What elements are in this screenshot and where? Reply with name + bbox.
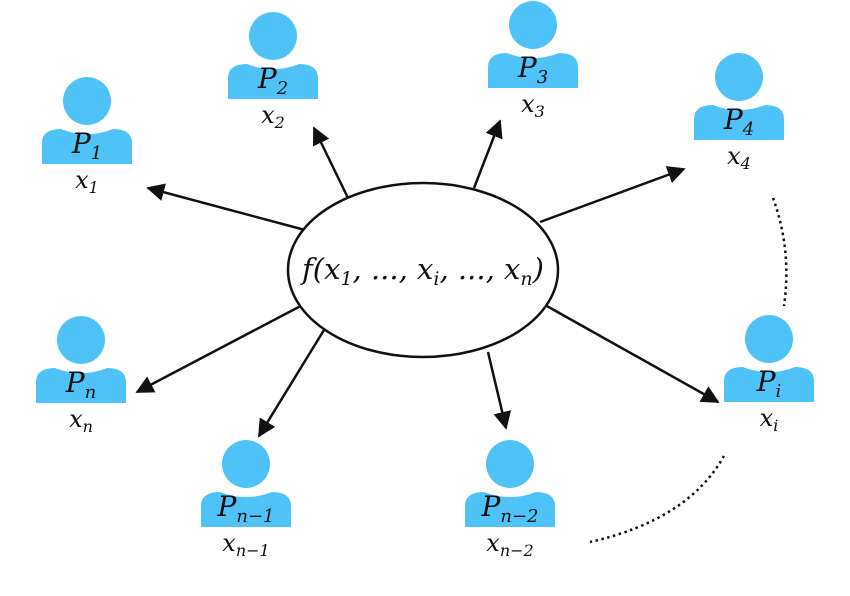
dotted-curve-p4-to-pi	[771, 197, 788, 307]
participant-input-variable: x4	[727, 142, 751, 173]
participant-input-variable: xn−1	[222, 529, 269, 560]
formula-sub-n: n	[520, 268, 532, 290]
arrow-to-pn2	[486, 351, 512, 430]
participant-input-variable: x1	[75, 166, 99, 197]
arrow-to-p3	[472, 119, 503, 189]
person-head-icon	[222, 440, 270, 488]
participant-label: Pn	[65, 366, 96, 403]
participant-label: P4	[723, 103, 754, 140]
center-ellipse	[286, 181, 560, 359]
person-head-icon	[63, 77, 111, 125]
participant-input-variable: xn	[69, 405, 93, 436]
arrow-to-pn	[135, 298, 313, 394]
person-head-icon	[249, 12, 297, 60]
person-head-icon	[715, 53, 763, 101]
participant-label: Pi	[756, 365, 782, 402]
person-body-icon	[724, 367, 814, 402]
arrow-to-p1	[146, 183, 306, 232]
person-body-icon	[694, 105, 784, 140]
person-body-icon	[228, 64, 318, 99]
participant-input-variable: xn−2	[486, 529, 533, 560]
participant-label: Pn−2	[481, 490, 539, 527]
arrow-to-pn1	[257, 329, 326, 438]
participant-label: P2	[257, 62, 288, 99]
person-body-icon	[465, 492, 555, 527]
center-formula: f(x1, ..., xi, ..., xn)	[300, 252, 544, 290]
arrows	[135, 119, 720, 438]
participant-pn1: Pn−1xn−1	[201, 440, 291, 560]
arrow-to-p4	[539, 166, 686, 224]
participant-label: P3	[517, 51, 548, 88]
participant-input-variable: x2	[261, 101, 285, 132]
participant-pn2: Pn−2xn−2	[465, 440, 555, 560]
person-body-icon	[42, 129, 132, 164]
dotted-curve-pi-to-pn2	[589, 455, 726, 544]
participant-label: Pn−1	[217, 490, 275, 527]
participant-input-variable: x3	[521, 90, 545, 121]
person-head-icon	[509, 1, 557, 49]
person-body-icon	[36, 368, 126, 403]
person-head-icon	[486, 440, 534, 488]
participant-input-variable: xi	[760, 404, 779, 435]
person-body-icon	[488, 53, 578, 88]
formula-sub-i: i	[433, 268, 439, 290]
arrow-to-p2	[312, 126, 350, 199]
person-head-icon	[57, 316, 105, 364]
person-body-icon	[201, 492, 291, 527]
ellipsis-curves	[589, 197, 788, 544]
formula-sub-1: 1	[340, 268, 352, 290]
participant-label: P1	[71, 127, 102, 164]
center-function: f(x1, ..., xi, ..., xn)	[286, 181, 560, 359]
arrow-to-pi	[544, 303, 720, 404]
person-head-icon	[745, 315, 793, 363]
